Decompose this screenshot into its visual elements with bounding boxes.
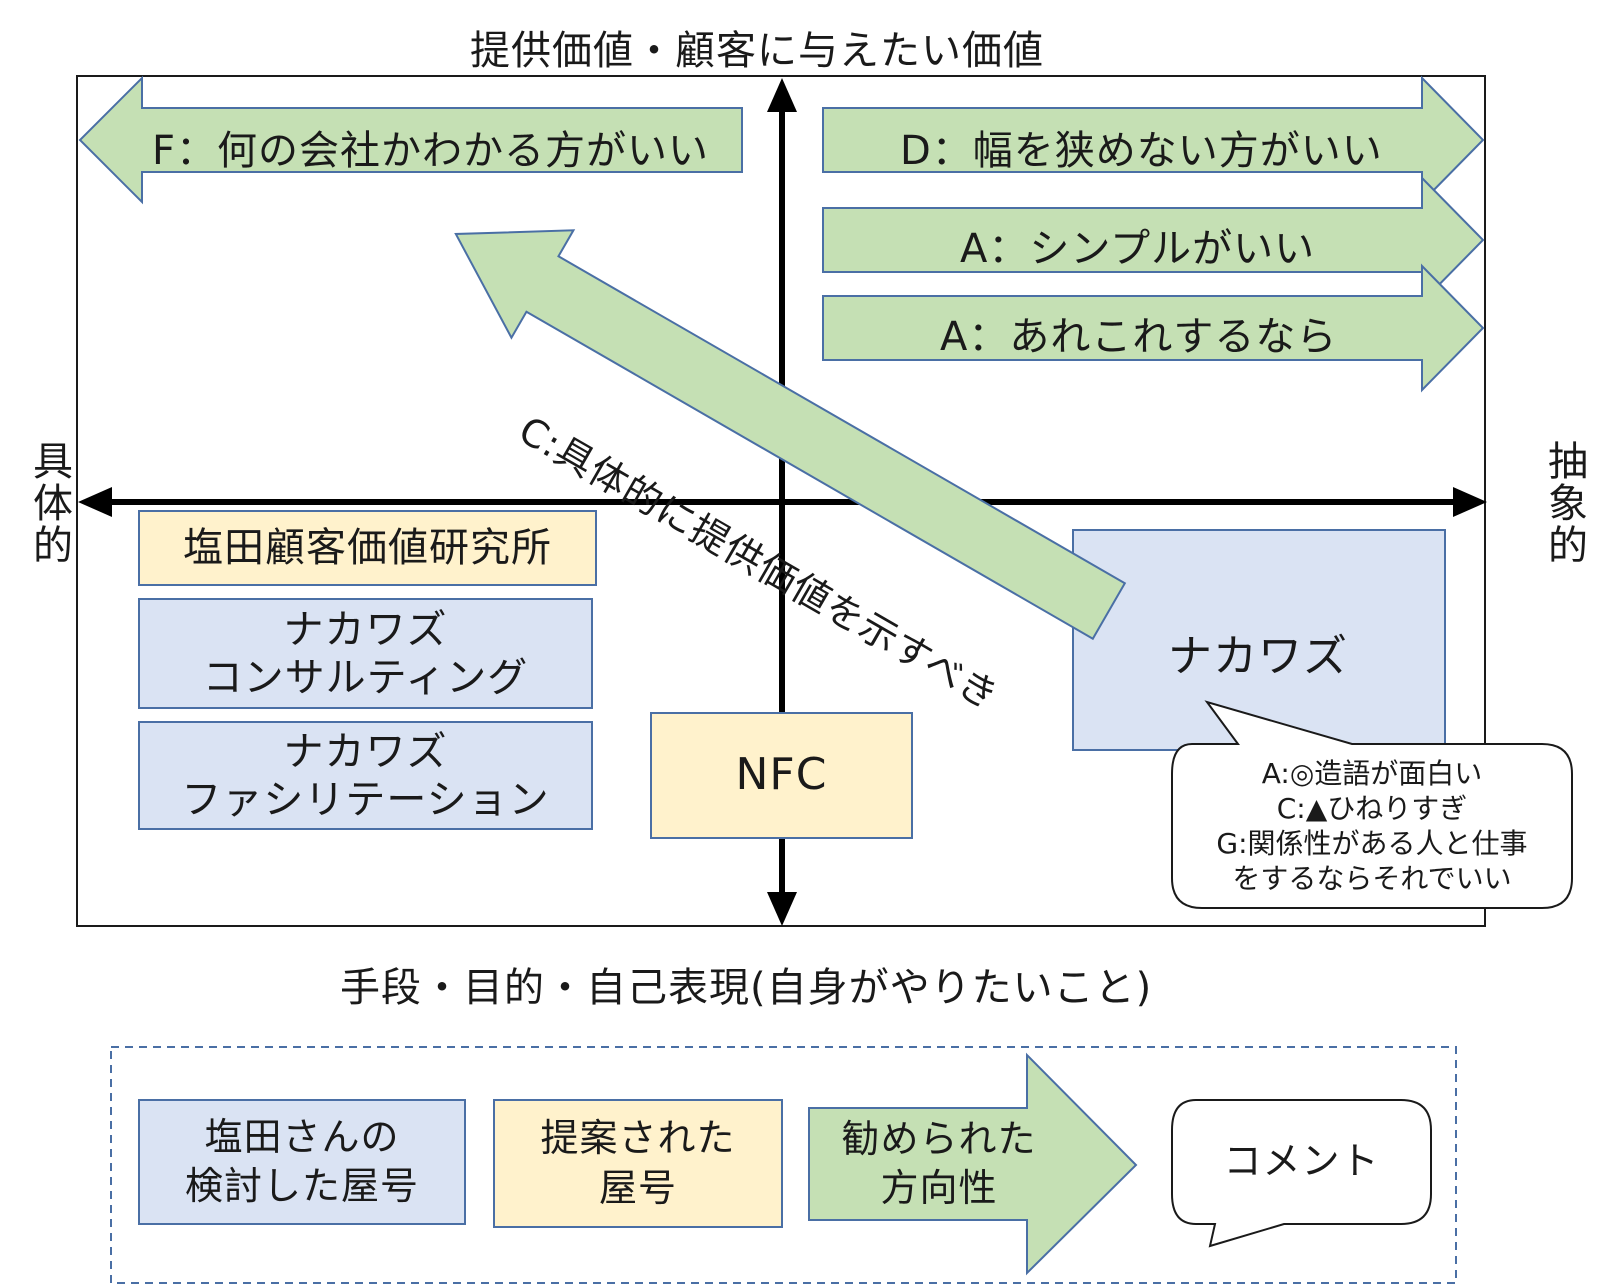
legend-yellow-swatch: [493, 1099, 783, 1228]
legend-blue-line-2: 検討した屋号: [184, 1164, 419, 1208]
comment-line-1: A:◎造語が面白い: [1261, 757, 1483, 790]
legend-green-arrow: [808, 1052, 1138, 1276]
facilitation-box: ナカワズ ファシリテーション: [138, 721, 593, 830]
top-axis-title: 提供価値・顧客に与えたい価値: [470, 28, 1044, 74]
arrow-a2-label: A：あれこれするなら: [940, 314, 1338, 360]
comment-line-4: をするならそれでいい: [1232, 862, 1512, 895]
x-axis-left-head: [78, 487, 112, 517]
x-axis-right-head: [1453, 487, 1487, 517]
quadrant-frame: [76, 75, 1486, 927]
legend-blue-text: 塩田さんの 検討した屋号: [139, 1100, 465, 1224]
nakawazu-box: [1072, 529, 1446, 751]
nfc-label: NFC: [735, 749, 828, 801]
nakawazu-label: ナカワズ: [1168, 631, 1348, 682]
facilitation-label-1: ナカワズ: [283, 728, 448, 775]
comment-line-3: G:関係性がある人と仕事: [1216, 827, 1528, 860]
arrow-f: [78, 75, 743, 205]
legend-green-line-2: 方向性: [880, 1166, 998, 1210]
shiota-label: 塩田顧客価値研究所: [183, 525, 552, 571]
consulting-label-1: ナカワズ: [283, 606, 448, 653]
comment-line-2: C:▲ひねりすぎ: [1276, 792, 1468, 825]
legend-yellow-line-2: 屋号: [598, 1165, 677, 1210]
legend-blue-swatch: [138, 1099, 466, 1225]
bottom-axis-title: 手段・目的・自己表現(自身がやりたいこと): [340, 965, 1153, 1011]
y-axis-bottom-head: [767, 892, 797, 926]
consulting-box: ナカワズ コンサルティング: [138, 598, 593, 709]
arrow-a1-label: A：シンプルがいい: [960, 226, 1316, 272]
facilitation-label-2: ファシリテーション: [181, 776, 550, 823]
y-axis-top-head: [767, 78, 797, 112]
right-axis-title: 抽象的: [1541, 440, 1587, 566]
arrow-c: [454, 229, 1127, 641]
legend-comment-bubble: [1171, 1099, 1432, 1248]
shiota-box: 塩田顧客価値研究所: [138, 510, 597, 586]
comment-bubble: [1171, 700, 1573, 909]
consulting-label-2: コンサルティング: [202, 654, 529, 701]
arrow-a1: [822, 175, 1485, 305]
arrow-d: [822, 75, 1485, 205]
arrow-d-label: D：幅を狭めない方がいい: [900, 128, 1383, 174]
nfc-box: NFC: [650, 712, 913, 839]
legend-yellow-text: 提案された 屋号: [494, 1100, 782, 1227]
legend-comment-text: コメント: [1223, 1139, 1380, 1184]
legend-green-line-1: 勧められた: [841, 1116, 1037, 1161]
arrow-f-label: F：何の会社かわかる方がいい: [152, 128, 710, 174]
legend-frame: [110, 1046, 1457, 1284]
arrow-a2: [822, 263, 1485, 393]
left-axis-title: 具体的: [26, 440, 72, 566]
comment-text: A:◎造語が面白い C:▲ひねりすぎ G:関係性がある人と仕事 をするならそれで…: [1174, 756, 1570, 896]
legend-yellow-line-1: 提案された: [540, 1116, 736, 1161]
legend-green-text: 勧められた 方向性: [809, 1108, 1069, 1220]
legend-blue-line-1: 塩田さんの: [204, 1114, 400, 1159]
